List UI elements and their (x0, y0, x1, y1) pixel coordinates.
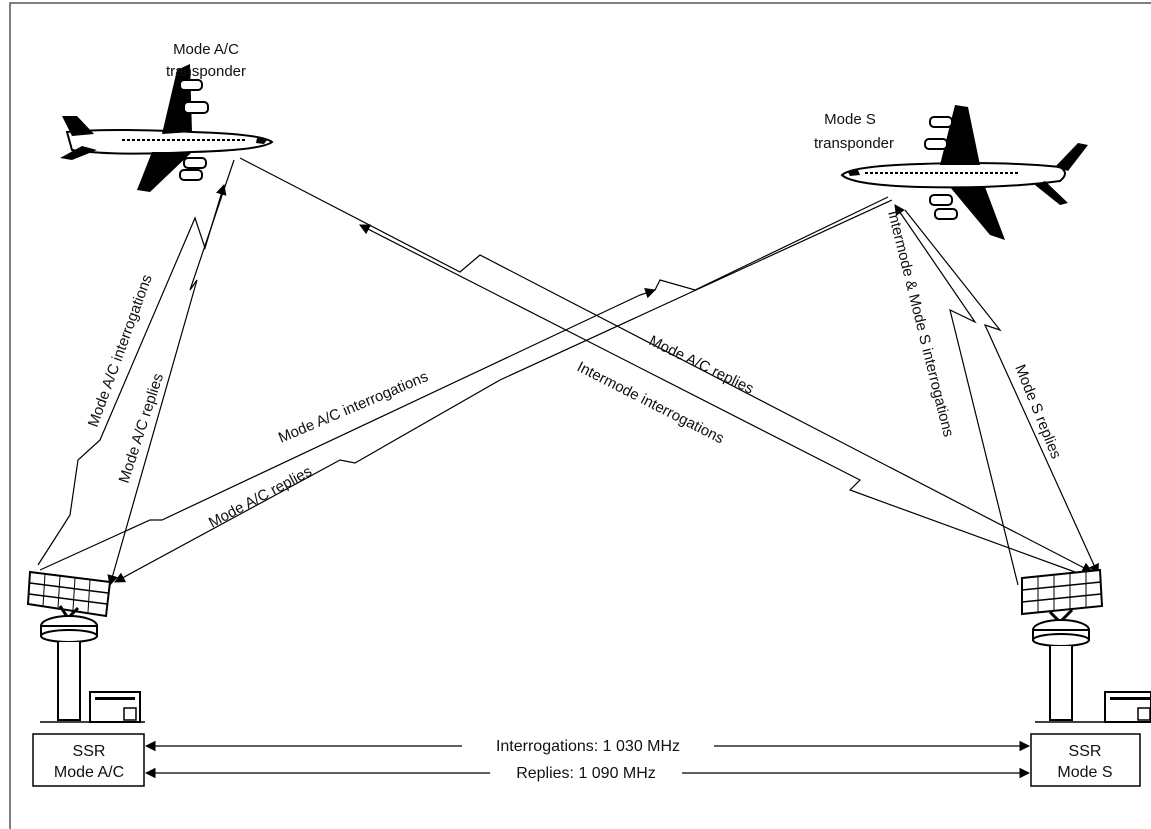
ssr-mode-ac-label-1: SSR (73, 743, 106, 760)
link-cross-ac-replies (114, 199, 893, 583)
link-right-intermode-modes (894, 204, 1019, 586)
ssr-mode-s-label-2: Mode S (1057, 764, 1112, 781)
ssr-mode-s-box (1030, 733, 1141, 787)
ssr-mode-ac-label-2: Mode A/C (54, 764, 124, 781)
replies-frequency-label: Replies: 1 090 MHz (516, 765, 656, 782)
label-cross-ac-replies-right: Mode A/C replies (646, 332, 756, 397)
ssr-mode-ac-box (32, 733, 145, 787)
radar-station-right-icon (1021, 568, 1151, 723)
aircraft-right-label-2: transponder (814, 135, 894, 152)
link-right-modes-replies (904, 209, 1099, 575)
label-right-modes-replies: Mode S replies (1011, 362, 1064, 461)
link-cross-intermode (239, 157, 1093, 573)
link-cross-ac-replies-right (359, 224, 1076, 573)
aircraft-left-label-2: transponder (166, 63, 246, 80)
diagram-frame (9, 2, 1151, 829)
link-cross-ac-interrogations (39, 287, 657, 571)
label-left-replies: Mode A/C replies (116, 371, 167, 485)
link-cross-ac-interrogations-tail (654, 196, 889, 291)
aircraft-right-label-1: Mode S (824, 111, 876, 128)
label-cross-ac-interrogations: Mode A/C interrogations (276, 368, 431, 447)
ssr-mode-s-label-1: SSR (1069, 743, 1102, 760)
interrogations-frequency-label: Interrogations: 1 030 MHz (496, 738, 680, 755)
aircraft-right-icon (840, 105, 1088, 240)
aircraft-left-icon (60, 64, 274, 192)
link-left-replies (107, 159, 235, 587)
aircraft-left-label-1: Mode A/C (173, 41, 239, 58)
radar-station-left-icon (26, 570, 145, 723)
link-left-interrogations (37, 183, 227, 566)
